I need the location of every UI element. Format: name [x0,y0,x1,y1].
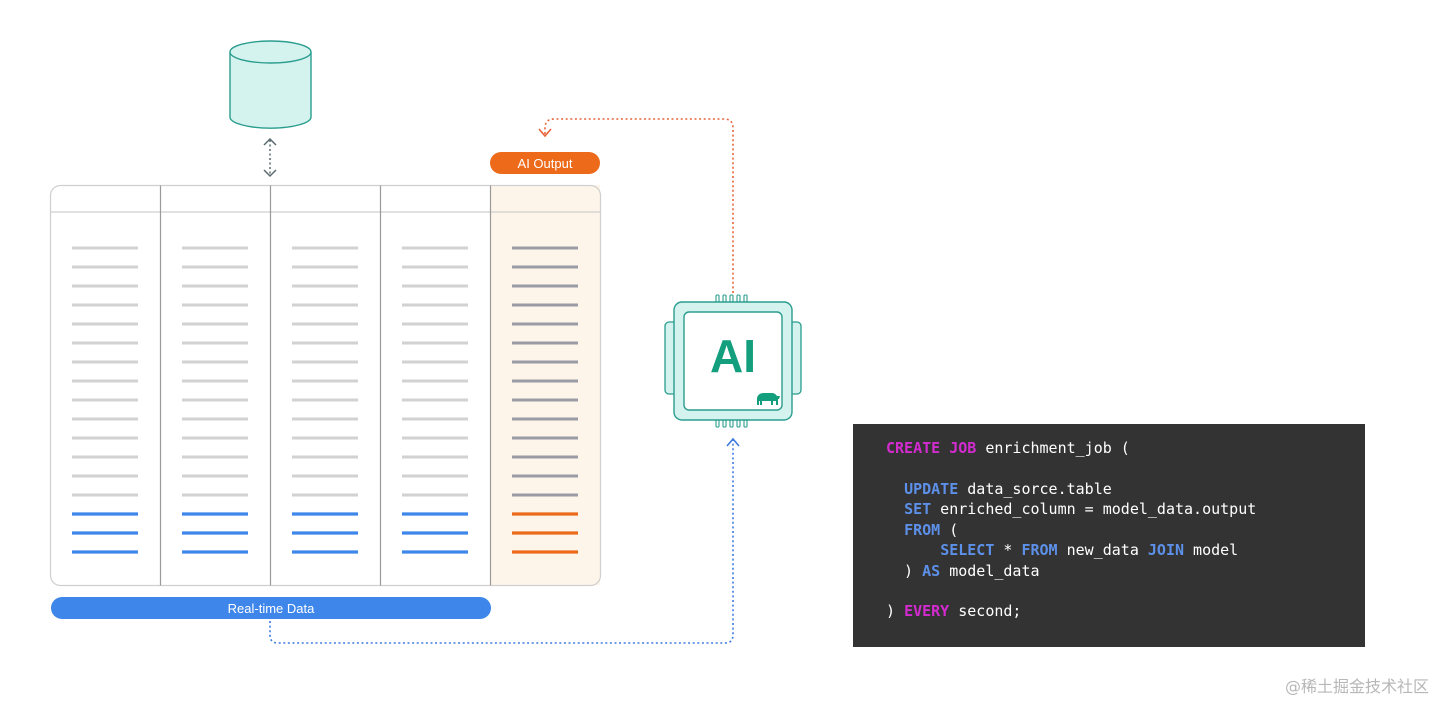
code-text: new_data [1057,541,1148,559]
code-text [886,500,904,518]
code-text [886,541,940,559]
ai-output-label: AI Output [490,152,600,174]
db-sync-arrow [263,137,277,178]
code-text: ) [886,602,905,620]
code-line: FROM ( [886,520,1365,541]
ai-output-arrow [538,118,734,293]
code-keyword: UPDATE [904,479,959,498]
code-text: * [994,541,1022,559]
code-keyword: CREATE [886,439,941,457]
code-text: ) [886,561,923,580]
watermark: @稀土掘金技术社区 [1284,677,1429,696]
data-table [49,184,602,587]
code-line: ) EVERY second; [886,601,1365,622]
code-keyword: AS [922,561,941,580]
code-keyword: FROM [1021,541,1058,559]
code-text: model_data [940,561,1040,580]
table-row-lines [72,246,578,554]
code-line: ) AS model_data [886,561,1365,582]
code-text [940,439,949,457]
database-icon [229,40,312,129]
code-line: SET enriched_column = model_data.output [886,499,1365,520]
code-line [886,459,1365,479]
code-text: enrichment_job ( [976,439,1130,457]
code-text: model [1184,541,1239,559]
code-line: SELECT * FROM new_data JOIN model [886,540,1365,561]
realtime-to-chip-arrow [269,437,740,644]
code-keyword: SET [904,500,932,518]
code-keyword: SELECT [940,541,995,559]
code-text [886,521,904,539]
chip-label: AI [710,330,756,382]
bear-logo-icon [757,393,780,405]
realtime-data-label: Real-time Data [51,597,491,619]
code-text: second; [949,602,1022,620]
code-lines: CREATE JOB enrichment_job ( UPDATE data_… [886,438,1365,622]
code-line: UPDATE data_sorce.table [886,479,1365,500]
code-keyword: EVERY [904,602,950,620]
code-text [886,480,904,498]
code-text: enriched_column = model_data.output [931,500,1257,518]
code-line [886,581,1365,601]
code-keyword: JOB [949,439,977,457]
sql-code-block: CREATE JOB enrichment_job ( UPDATE data_… [853,424,1365,647]
code-keyword: JOIN [1147,541,1185,559]
code-line: CREATE JOB enrichment_job ( [886,438,1365,459]
code-text: ( [940,520,959,539]
ai-chip-icon [664,294,802,428]
code-keyword: FROM [904,520,941,539]
code-text: data_sorce.table [958,479,1112,498]
